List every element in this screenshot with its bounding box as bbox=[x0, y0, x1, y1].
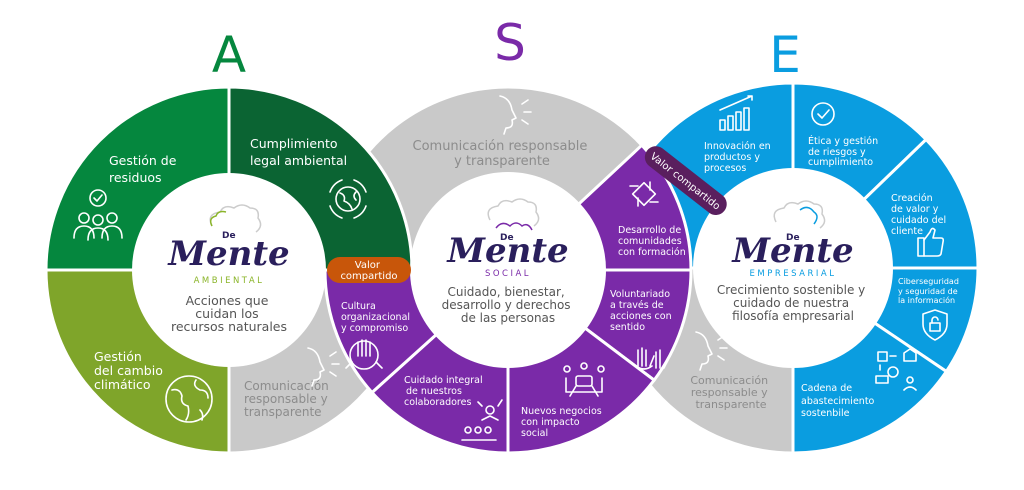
segment-cadena: Cadena de abastecimiento sostenbile bbox=[801, 383, 877, 419]
shield-lock-icon bbox=[922, 309, 948, 341]
segment-innovacion: Innovación en productos y procesos bbox=[704, 141, 774, 174]
thumbs-up-icon bbox=[917, 227, 945, 257]
check-circle-icon bbox=[811, 102, 835, 126]
svg-text:De: De bbox=[786, 233, 800, 243]
segment-etica: Ética y gestión de riesgos y cumplimient… bbox=[808, 135, 881, 168]
svg-text:Mente: Mente bbox=[731, 231, 853, 271]
speaking-face-icon bbox=[307, 347, 340, 387]
svg-text:SOCIAL: SOCIAL bbox=[485, 269, 531, 279]
segment-cuidado-integral: Cuidado integral de nuestros colaborador… bbox=[404, 375, 486, 408]
brain-icon bbox=[487, 198, 540, 231]
segment-cumplimiento-legal: Cumplimiento legal ambiental bbox=[250, 136, 347, 168]
letter-s: S bbox=[494, 14, 526, 72]
speaking-face-icon bbox=[499, 95, 532, 135]
globe-icon bbox=[165, 375, 213, 423]
letter-e: E bbox=[769, 26, 801, 84]
segment-gestion-residuos: Gestión de residuos bbox=[109, 153, 180, 185]
social-center-text: Cuidado, bienestar, desarrollo y derecho… bbox=[442, 285, 575, 325]
empresarial-center bbox=[693, 168, 893, 368]
audience-icon bbox=[461, 399, 503, 441]
logo-social: De Mente SOCIAL bbox=[446, 198, 569, 279]
segment-desarrollo-comunidades: Desarrollo de comunidades con formación bbox=[618, 225, 686, 258]
svg-text:Mente: Mente bbox=[167, 234, 289, 274]
segment-voluntariado: Voluntariado a través de acciones con se… bbox=[610, 289, 675, 333]
segment-comunicacion-ambiental: Comunicación responsable y transparente bbox=[244, 379, 333, 419]
segment-comunicacion-empresarial: Comunicación responsable y transparente bbox=[690, 374, 771, 411]
svg-text:De: De bbox=[500, 233, 514, 243]
hands-together-icon bbox=[345, 339, 383, 370]
linked-hands-icon bbox=[629, 181, 659, 207]
valor-compartido-badge-left: Valor compartido bbox=[327, 257, 411, 283]
svg-text:EMPRESARIAL: EMPRESARIAL bbox=[750, 269, 837, 279]
svg-text:Mente: Mente bbox=[446, 231, 568, 271]
letter-a: A bbox=[212, 26, 246, 84]
svg-text:AMBIENTAL: AMBIENTAL bbox=[194, 276, 265, 286]
brain-icon bbox=[209, 204, 262, 233]
svg-text:Valor compartido: Valor compartido bbox=[340, 260, 397, 282]
ambiental-center-text: Acciones que cuidan los recursos natural… bbox=[171, 293, 287, 334]
ambiental-center bbox=[132, 173, 326, 367]
globe-cycle-icon bbox=[329, 179, 367, 219]
logo-ambiental: De Mente AMBIENTAL bbox=[167, 204, 290, 286]
brain-icon bbox=[773, 200, 826, 229]
growth-chart-icon bbox=[719, 95, 753, 131]
raised-hands-icon bbox=[635, 347, 669, 370]
empresarial-center-text: Crecimiento sostenible y cuidado de nues… bbox=[717, 283, 869, 323]
segment-creacion-valor: Creación de valor y cuidado del cliente bbox=[891, 193, 949, 237]
segment-nuevos-negocios: Nuevos negocios con impacto social bbox=[521, 406, 605, 439]
speaking-face-icon bbox=[695, 331, 728, 371]
svg-text:De: De bbox=[222, 231, 236, 241]
logo-empresarial: De Mente EMPRESARIAL bbox=[731, 200, 854, 279]
segment-comunicacion-social: Comunicación responsable y transparente bbox=[413, 139, 592, 169]
social-center bbox=[410, 172, 606, 368]
segment-ciberseguridad: Ciberseguridad y seguridad de la informa… bbox=[898, 277, 961, 305]
segment-cambio-climatico: Gestión del cambio climático bbox=[94, 349, 167, 392]
meeting-icon bbox=[563, 362, 605, 397]
segment-cultura: Cultura organizacional y compromiso bbox=[341, 301, 413, 334]
supply-chain-icon bbox=[875, 348, 917, 391]
team-check-icon bbox=[73, 189, 123, 241]
